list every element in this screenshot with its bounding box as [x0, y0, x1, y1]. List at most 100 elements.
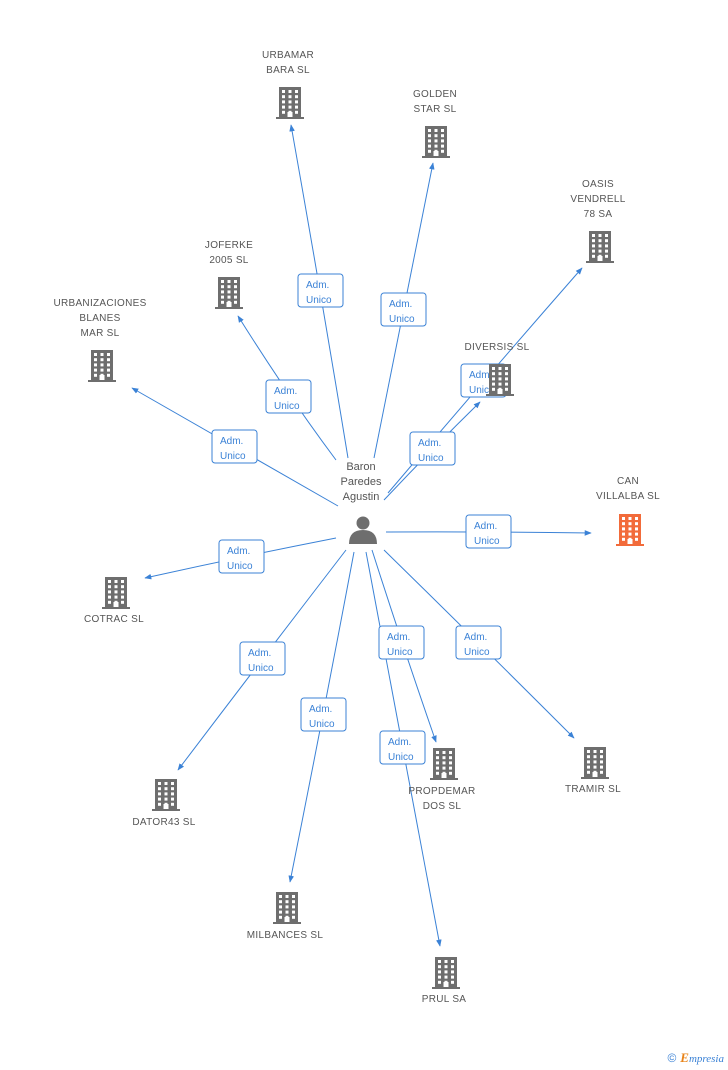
company-label-line: PROPDEMAR [408, 786, 475, 797]
role-label-box [265, 379, 312, 414]
role-label-text: Adm.Unico [389, 299, 415, 325]
person-name-line: Agustin [343, 491, 380, 503]
role-label-propdemar[interactable]: Adm.Unico [378, 625, 425, 660]
company-label-line: MAR SL [80, 328, 119, 339]
company-label-line: DOS SL [423, 801, 462, 812]
role-label-joferke[interactable]: Adm.Unico [265, 379, 312, 414]
building-icon[interactable] [430, 748, 458, 780]
role-label-urbamar[interactable]: Adm.Unico [297, 273, 344, 308]
role-label-text: Adm.Unico [469, 370, 495, 396]
company-label-line: URBANIZACIONES [53, 298, 146, 309]
company-label-line: DATOR43 SL [132, 817, 195, 828]
role-label-box [378, 625, 425, 660]
company-label: DIVERSIS SL [465, 342, 530, 353]
person-name-line: Paredes [341, 476, 382, 488]
role-label-can-villalba[interactable]: Adm.Unico [465, 514, 512, 549]
role-label-box [211, 429, 258, 464]
company-label: TRAMIR SL [565, 784, 621, 795]
company-label-line: CAN [617, 476, 639, 487]
company-label-line: GOLDEN [413, 89, 457, 100]
company-label: GOLDEN STAR SL [413, 89, 457, 115]
company-node-dator43[interactable]: DATOR43 SL [132, 779, 195, 828]
building-icon[interactable] [486, 364, 514, 396]
building-icon[interactable] [581, 747, 609, 779]
role-label-text: Adm.Unico [418, 438, 444, 464]
role-label-box [300, 697, 347, 732]
building-icon[interactable] [273, 892, 301, 924]
company-label: PRUL SA [422, 994, 467, 1005]
company-label-line: BLANES [79, 313, 120, 324]
company-node-joferke[interactable]: JOFERKE 2005 SL [205, 240, 253, 309]
building-icon[interactable] [102, 577, 130, 609]
brand-logo: Empresia [680, 1050, 724, 1065]
role-label-text: Adm.Unico [220, 436, 246, 462]
role-label-dator43[interactable]: Adm.Unico [239, 641, 286, 676]
building-icon[interactable] [88, 350, 116, 382]
building-icon[interactable] [276, 87, 304, 119]
building-icon[interactable] [215, 277, 243, 309]
role-label-golden[interactable]: Adm.Unico [380, 292, 427, 327]
company-label-line: PRUL SA [422, 994, 467, 1005]
role-label-box [218, 539, 265, 574]
role-label-text: Adm.Unico [306, 280, 332, 306]
role-label-tramir[interactable]: Adm.Unico [455, 625, 502, 660]
company-node-diversis[interactable]: DIVERSIS SL [465, 342, 530, 396]
company-label-line: OASIS [582, 179, 614, 190]
company-label: PROPDEMAR DOS SL [408, 786, 475, 812]
company-label: DATOR43 SL [132, 817, 195, 828]
company-label-line: COTRAC SL [84, 614, 144, 625]
role-label-prul[interactable]: Adm.Unico [379, 730, 426, 765]
copyright-icon: © [667, 1051, 677, 1065]
building-icon[interactable] [616, 514, 644, 546]
role-label-text: Adm.Unico [464, 632, 490, 658]
building-icon[interactable] [422, 126, 450, 158]
company-label: COTRAC SL [84, 614, 144, 625]
role-label-box [455, 625, 502, 660]
building-icon[interactable] [432, 957, 460, 989]
role-label-urbanizaciones[interactable]: Adm.Unico [211, 429, 258, 464]
company-label: MILBANCES SL [247, 930, 324, 941]
building-icon[interactable] [586, 231, 614, 263]
role-label-text: Adm.Unico [274, 386, 300, 412]
role-label-cotrac[interactable]: Adm.Unico [218, 539, 265, 574]
role-label-text: Adm.Unico [248, 648, 274, 674]
person-icon[interactable] [349, 516, 377, 545]
company-node-oasis[interactable]: OASIS VENDRELL 78 SA [570, 179, 625, 263]
company-node-urbanizaciones[interactable]: URBANIZACIONES BLANES MAR SL [53, 298, 146, 382]
company-label-line: TRAMIR SL [565, 784, 621, 795]
role-label-box [380, 292, 427, 327]
person-name-line: Baron [346, 461, 375, 473]
company-node-cotrac[interactable]: COTRAC SL [84, 577, 144, 625]
company-label-line: VENDRELL [570, 194, 625, 205]
brand-watermark: ©Empresia [667, 1050, 724, 1066]
company-label-line: DIVERSIS SL [465, 342, 530, 353]
role-label-box [379, 730, 426, 765]
company-label-line: MILBANCES SL [247, 930, 324, 941]
role-label-box [297, 273, 344, 308]
company-node-milbances[interactable]: MILBANCES SL [247, 892, 324, 941]
company-label: JOFERKE 2005 SL [205, 240, 253, 266]
building-icon[interactable] [152, 779, 180, 811]
role-label-milbances[interactable]: Adm.Unico [300, 697, 347, 732]
company-node-golden[interactable]: GOLDEN STAR SL [413, 89, 457, 158]
company-label-line: JOFERKE [205, 240, 253, 251]
company-label-line: 78 SA [584, 209, 613, 220]
company-label-line: BARA SL [266, 65, 310, 76]
role-label-box [239, 641, 286, 676]
company-label-line: 2005 SL [209, 255, 248, 266]
company-node-propdemar[interactable]: PROPDEMAR DOS SL [408, 748, 475, 812]
role-label-text: Adm.Unico [474, 521, 500, 547]
company-node-prul[interactable]: PRUL SA [422, 957, 467, 1005]
role-label-text: Adm.Unico [309, 704, 335, 730]
company-label-line: STAR SL [413, 104, 456, 115]
company-node-tramir[interactable]: TRAMIR SL [565, 747, 621, 795]
company-label: URBANIZACIONES BLANES MAR SL [53, 298, 146, 339]
role-label-diversis[interactable]: Adm.Unico [409, 431, 456, 466]
